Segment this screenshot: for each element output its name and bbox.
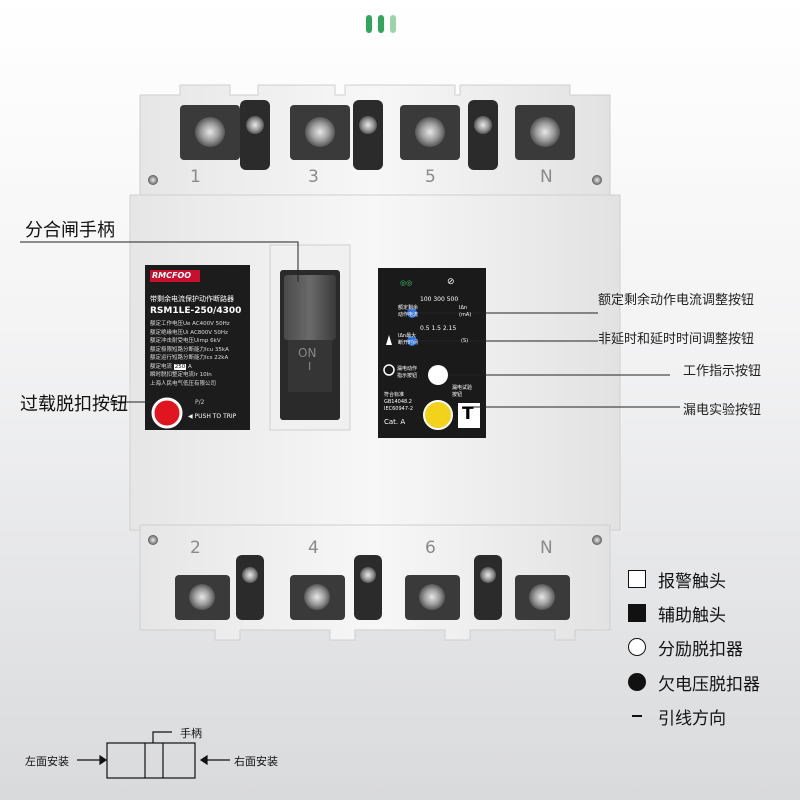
spec-line: 额定冲击耐受电压Uimp 6kV [150,338,221,344]
callout-leak-test: 漏电实验按钮 [683,403,762,418]
ma-unit: IΔn (mA) [459,305,472,318]
dash-icon [632,715,642,717]
filled-square-icon [628,604,646,622]
push-to-trip-label: PUSH TO TRIP [194,413,237,420]
residual-current-adjust-knob[interactable] [404,305,420,321]
legend-item-shunt-release: 分励脱扣器 [628,636,743,660]
ma-label: 额定剩余 动作电流 [398,305,419,318]
category: Cat. A [384,418,406,426]
standard-line: GB14048.2 [384,399,412,405]
trip-button-shape [151,397,183,429]
test-label: 漏电试验 按钮 [452,385,473,398]
filled-circle-icon [628,673,646,691]
spec-line: 额定极限短路分断能力Icu 35kA [150,346,229,353]
callout-delay-time: 非延时和延时时间调整按钮 [598,332,755,347]
standards: 符合标准 GB14048.2 IEC60947-2 [384,392,413,413]
test-letter: T [462,404,474,424]
legend-item-lead-direction: 引线方向 [628,705,726,729]
terminal-top-3: 3 [308,167,319,187]
callout-lines [20,241,680,408]
spec-list: 额定工作电压Ue AC400V 50Hz 额定绝缘电压Ui AC800V 50H… [150,320,248,388]
callout-handle: 分合闸手柄 [25,220,115,241]
bottom-terminal-block [139,524,611,641]
handle-on-symbol: I [308,360,312,373]
brand-logo: RMCFOO [152,271,192,280]
terminal-top-5: 5 [425,167,436,187]
terminal-bottom-n: N [540,538,553,558]
open-square-icon [628,570,646,588]
overload-trip-button[interactable] [153,399,181,427]
top-terminal-block [139,84,611,201]
s-label: IΔn最大 断开时间 [398,333,419,346]
callout-overload: 过载脱扣按钮 [20,394,128,415]
product-name: 带剩余电流保护动作断路器 [150,295,234,303]
push-to-trip-text: ◀ PUSH TO TRIP [188,413,237,420]
mounting-diagram [77,731,230,779]
callout-residual-current: 额定剩余动作电流调整按钮 [598,293,755,308]
manufacturer: 上海人民电气低压有限公司 [150,380,217,387]
ma-values: 100 300 500 [420,296,459,303]
ptt-code: P/2 [195,399,205,406]
standard-line: 符合标准 [384,392,405,398]
legend-label: 报警触头 [658,571,726,592]
standard-line: IEC60947-2 [384,406,414,412]
decorative-green-bars [360,15,400,35]
legend-label: 引线方向 [658,708,726,729]
open-circle-icon [628,638,646,656]
ce-mark-icon: ◎◎ [400,279,413,287]
work-indicator-button[interactable] [428,365,448,385]
reset-icon: ⊘ [447,277,455,287]
spec-line: 额定工作电压Ue AC400V 50Hz [150,321,230,327]
mount-left-label: 左面安装 [25,755,69,768]
terminal-top-n: N [540,167,553,187]
terminal-bottom-2: 2 [190,538,201,558]
legend-label: 分励脱扣器 [658,639,743,660]
mount-right-label: 右面安装 [234,755,278,768]
legend-label: 欠电压脱扣器 [658,674,760,695]
on-off-handle[interactable] [284,275,336,340]
s-unit: (S) [461,338,469,344]
rated-current-value: 250 [173,363,187,370]
s-values: 0.5 1.5 2.15 [420,325,457,332]
terminal-bottom-4: 4 [308,538,319,558]
rated-current-unit: A [188,363,192,370]
terminal-bottom-6: 6 [425,538,436,558]
product-model: RSM1LE-250/4300 [150,306,242,316]
terminal-top-1: 1 [190,167,201,187]
delay-time-adjust-knob[interactable] [404,333,420,349]
mount-handle-label: 手柄 [180,727,202,740]
leak-test-button[interactable] [424,401,452,429]
spec-line: 额定电流 250 A [150,363,248,372]
handle-lever [284,275,336,340]
legend-item-aux-contact: 辅助触头 [628,602,726,626]
spec-line: 额定绝缘电压Ui AC800V 50Hz [150,329,228,336]
legend-item-undervoltage-release: 欠电压脱扣器 [628,671,760,695]
callout-work-indicator: 工作指示按钮 [683,364,762,379]
legend-item-alarm-contact: 报警触头 [628,568,726,592]
rated-current-label: 额定电流 [150,363,173,370]
spec-line: 额定运行短路分断能力Ics 22kA [150,355,229,361]
legend-label: 辅助触头 [658,605,726,626]
handle-on-text: ON [298,346,317,360]
indicator-label: 漏电动作 指示按钮 [397,366,418,379]
spec-line: 瞬时脱扣整定电流Ir 10In [150,372,212,378]
